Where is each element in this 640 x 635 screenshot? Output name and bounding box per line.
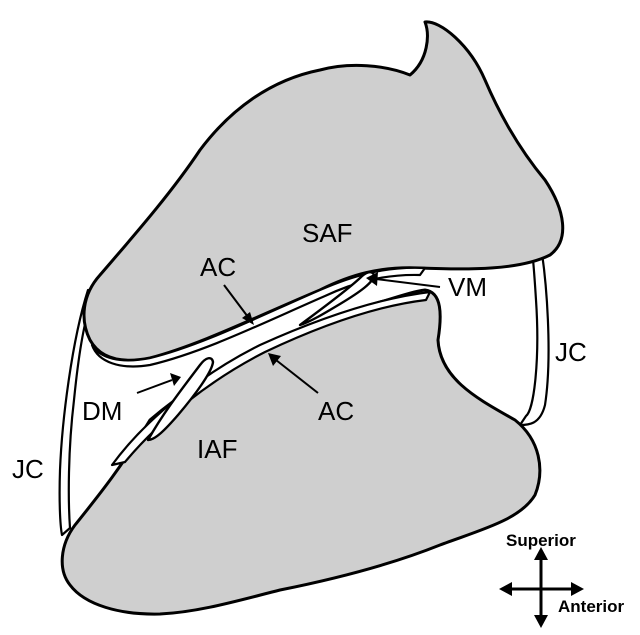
label-ac-upper: AC <box>200 252 236 282</box>
label-saf: SAF <box>302 218 353 248</box>
label-dm: DM <box>82 396 122 426</box>
arrow-right-icon <box>571 582 584 596</box>
label-iaf: IAF <box>197 434 237 464</box>
orientation-compass: Superior Anterior <box>499 531 625 628</box>
label-superior: Superior <box>506 531 576 550</box>
label-jc-right: JC <box>555 337 587 367</box>
arrow-left-icon <box>499 582 512 596</box>
arrow-down-icon <box>534 615 548 628</box>
label-anterior: Anterior <box>558 597 625 616</box>
label-jc-left: JC <box>12 454 44 484</box>
arrow-dm <box>137 373 181 393</box>
label-vm: VM <box>448 272 487 302</box>
label-ac-lower: AC <box>318 396 354 426</box>
